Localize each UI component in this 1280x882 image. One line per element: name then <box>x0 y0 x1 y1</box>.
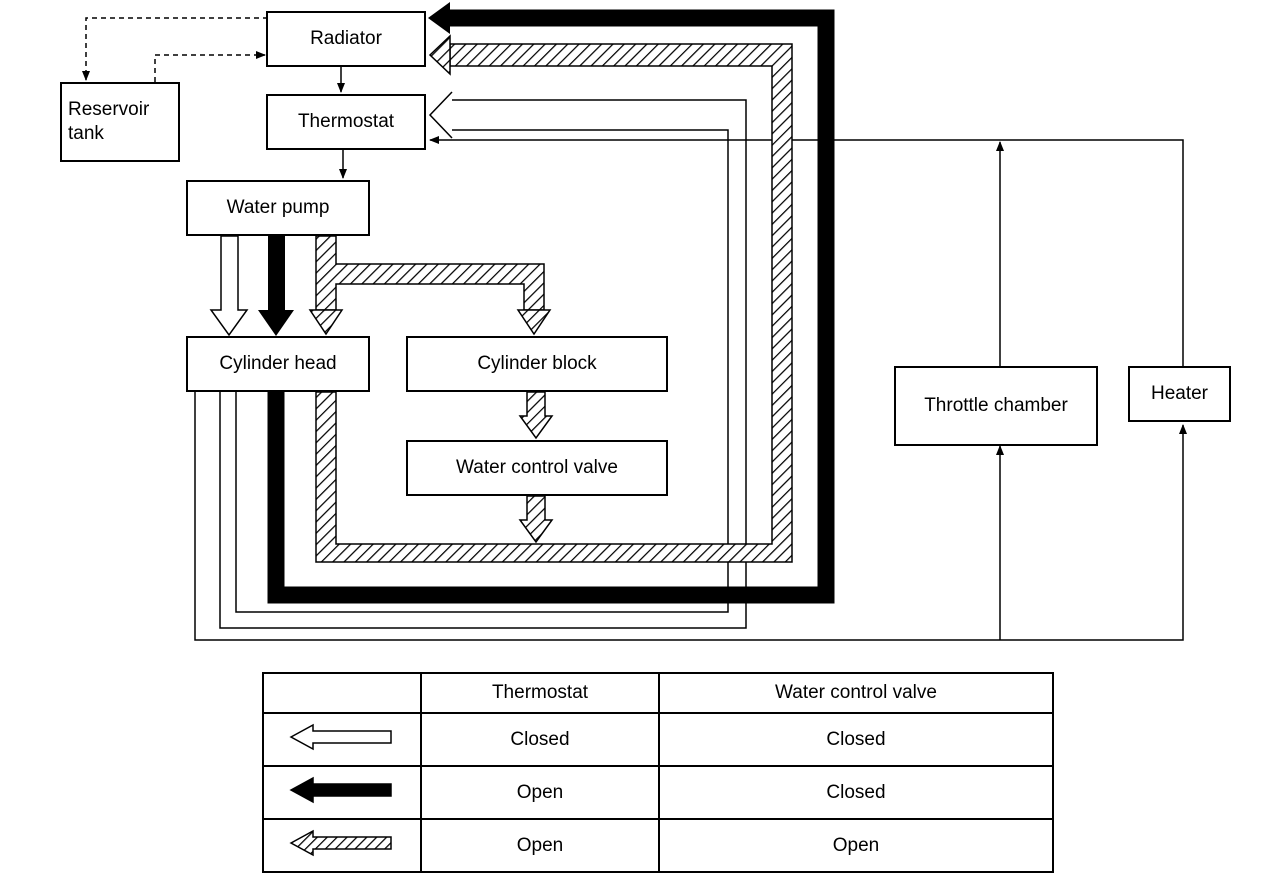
cylinder-block-box: Cylinder block <box>406 336 668 392</box>
legend-header-symbol <box>262 672 422 714</box>
heater-label: Heater <box>1150 383 1209 404</box>
water-control-valve-label: Water control valve <box>456 457 618 478</box>
white-flow-path <box>219 91 747 629</box>
reservoir-tank-label: Reservoir tank <box>68 99 150 144</box>
cylinder-head-box: Cylinder head <box>186 336 370 392</box>
heater-circuit-lines <box>194 136 1187 641</box>
white-arrow-down-icon <box>209 235 249 337</box>
water-control-valve-box: Water control valve <box>406 440 668 496</box>
black-arrow-down-icon <box>258 236 294 336</box>
white-arrow-icon <box>289 723 392 750</box>
thermostat-label: Thermostat <box>297 111 395 132</box>
water-pump-label: Water pump <box>226 197 330 218</box>
legend-thermostat-state: Closed <box>420 712 660 767</box>
connector-arrows <box>337 66 347 179</box>
legend-valve-state: Open <box>658 818 1054 873</box>
legend-table: Thermostat Water control valve Closed Cl… <box>262 672 1054 873</box>
black-arrow-icon <box>289 776 392 803</box>
legend-header-row: Thermostat Water control valve <box>262 672 1054 714</box>
hatched-arrow-icon <box>289 829 392 856</box>
water-pump-box: Water pump <box>186 180 370 236</box>
legend-row: Open Open <box>262 818 1054 873</box>
legend-row: Closed Closed <box>262 712 1054 767</box>
reservoir-tank-box: Reservoir tank <box>60 82 180 162</box>
radiator-label: Radiator <box>310 28 382 49</box>
legend-symbol-cell <box>262 765 422 820</box>
legend-thermostat-state: Open <box>420 818 660 873</box>
legend-header-thermostat: Thermostat <box>420 672 660 714</box>
hatched-flow-path <box>308 34 793 563</box>
radiator-box: Radiator <box>266 11 426 67</box>
legend-symbol-cell <box>262 712 422 767</box>
legend-thermostat-state: Open <box>420 765 660 820</box>
thermostat-box: Thermostat <box>266 94 426 150</box>
black-flow-path <box>267 9 835 604</box>
black-arrow-head-icon <box>428 2 450 34</box>
legend-header-water-control-valve: Water control valve <box>658 672 1054 714</box>
reservoir-dashed-lines <box>82 17 268 82</box>
legend-valve-state: Closed <box>658 765 1054 820</box>
legend-valve-state: Closed <box>658 712 1054 767</box>
throttle-chamber-label: Throttle chamber <box>924 395 1068 416</box>
cylinder-block-label: Cylinder block <box>477 353 597 374</box>
throttle-chamber-box: Throttle chamber <box>894 366 1098 446</box>
heater-box: Heater <box>1128 366 1231 422</box>
legend-symbol-cell <box>262 818 422 873</box>
cylinder-head-label: Cylinder head <box>219 353 337 374</box>
legend-row: Open Closed <box>262 765 1054 820</box>
